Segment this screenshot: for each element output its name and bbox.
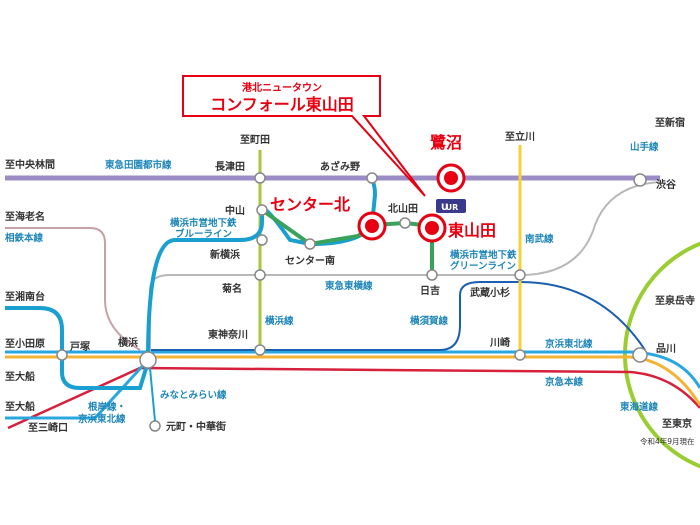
- dir-tachikawa: 至立川: [505, 130, 535, 143]
- line-yokohama-label: 横浜線: [265, 315, 294, 327]
- label-kawasaki: 川崎: [489, 336, 510, 349]
- toyoko-line: [149, 181, 661, 352]
- dir-odawara: 至小田原: [5, 337, 45, 350]
- station-kitayamata: [399, 217, 411, 229]
- line-nambu-label: 南武線: [525, 233, 554, 245]
- line-negishi-label-1: 根岸線・: [88, 401, 126, 413]
- station-musashi-kosugi: [514, 269, 526, 281]
- label-shin-yokohama: 新横浜: [210, 248, 240, 261]
- callout-subtitle: 港北ニュータウン: [242, 81, 322, 94]
- dir-ofuna-2: 至大船: [5, 400, 35, 413]
- label-kikuna: 菊名: [222, 282, 242, 295]
- station-kawasaki: [514, 349, 526, 361]
- line-toyoko-label: 東急東横線: [324, 280, 373, 292]
- highlight-center-kita: [357, 211, 387, 241]
- line-sotetsu-label: 相鉄本線: [5, 232, 44, 244]
- dir-shinjuku: 至新宿: [655, 116, 685, 129]
- label-nakayama: 中山: [225, 204, 245, 217]
- station-hiyoshi: [426, 269, 438, 281]
- line-tokaido-label: 東海道線: [619, 401, 659, 413]
- callout: 港北ニュータウン コンフォール東山田: [182, 75, 426, 197]
- keihin-tohoku-line: [5, 350, 700, 389]
- highlight-sagisawa: [436, 163, 466, 193]
- line-denentoshi-label: 東急田園都市線: [104, 159, 172, 171]
- station-shibuya: [633, 173, 647, 187]
- highlight-higashiyamata: [417, 213, 447, 243]
- line-green-label-1: 横浜市営地下鉄: [450, 249, 517, 261]
- blue-line: [146, 207, 374, 361]
- yamanote-line: [623, 241, 700, 469]
- line-keihin-tohoku-label: 京浜東北線: [545, 338, 593, 350]
- line-yamanote-label: 山手線: [630, 141, 659, 153]
- line-blue-label-2: ブルーライン: [175, 228, 232, 240]
- dir-sengakuji: 至泉岳寺: [655, 294, 695, 307]
- label-motomachi: 元町・中華街: [166, 420, 226, 433]
- label-yokohama: 横浜: [118, 336, 138, 349]
- station-totsuka: [56, 349, 68, 361]
- station-center-minami: [304, 238, 316, 250]
- yokosuka-line: [150, 281, 646, 351]
- dir-misakiguchi: 至三崎口: [28, 421, 68, 434]
- label-nagatsuta: 長津田: [215, 160, 245, 173]
- ur-badge: UR U: [436, 199, 466, 213]
- station-motomachi: [149, 420, 161, 432]
- line-yokosuka-label: 横須賀線: [410, 315, 449, 327]
- keikyu-line: [7, 366, 700, 430]
- station-yokohama: [139, 351, 157, 369]
- ur-badge-text: UR: [446, 203, 459, 212]
- line-minatomirai-label: みなとみらい線: [160, 389, 227, 401]
- tokaido-line: [5, 355, 700, 406]
- dir-shonandai: 至湘南台: [5, 290, 45, 303]
- label-higashi-kanagawa: 東神奈川: [208, 328, 248, 341]
- label-shibuya: 渋谷: [656, 178, 677, 191]
- shonan-line: [5, 306, 150, 390]
- station-nagatsuta: [254, 172, 266, 184]
- label-totsuka: 戸塚: [70, 340, 90, 353]
- negishi-line: [5, 358, 150, 420]
- label-azamino: あざみ野: [320, 160, 360, 173]
- dir-machida: 至町田: [240, 134, 270, 146]
- label-hiyoshi: 日吉: [420, 284, 440, 297]
- station-shinagawa: [632, 347, 648, 363]
- line-keikyu-label: 京急本線: [545, 376, 584, 388]
- dir-ofuna-1: 至大船: [5, 370, 35, 383]
- label-center-kita: センター北: [270, 195, 350, 214]
- station-azamino: [366, 172, 378, 184]
- callout-title: コンフォール東山田: [210, 95, 354, 114]
- label-sagisawa: 鷺沼: [430, 133, 462, 152]
- line-green-label-2: グリーンライン: [450, 260, 516, 272]
- svg-text:U: U: [441, 203, 448, 213]
- dir-tokyo: 至東京: [662, 417, 692, 430]
- label-kitayamata: 北山田: [388, 202, 418, 215]
- station-shin-yokohama: [256, 234, 268, 246]
- label-musashi-kosugi: 武蔵小杉: [470, 286, 510, 299]
- label-center-minami: センター南: [285, 254, 335, 267]
- label-higashiyamata: 東山田: [448, 221, 496, 240]
- station-nakayama: [256, 204, 268, 216]
- dir-ebina: 至海老名: [5, 210, 45, 223]
- sotetsu-line: [5, 227, 141, 351]
- date-note: 令和4年9月現在: [640, 436, 695, 446]
- line-blue-label-1: 横浜市営地下鉄: [170, 217, 237, 229]
- station-kikuna: [254, 269, 266, 281]
- dir-chuo-rinkan: 至中央林間: [5, 158, 55, 171]
- label-shinagawa: 品川: [656, 343, 676, 355]
- line-negishi-label-2: 京浜東北線: [78, 413, 126, 425]
- station-higashi-kanagawa: [254, 344, 266, 356]
